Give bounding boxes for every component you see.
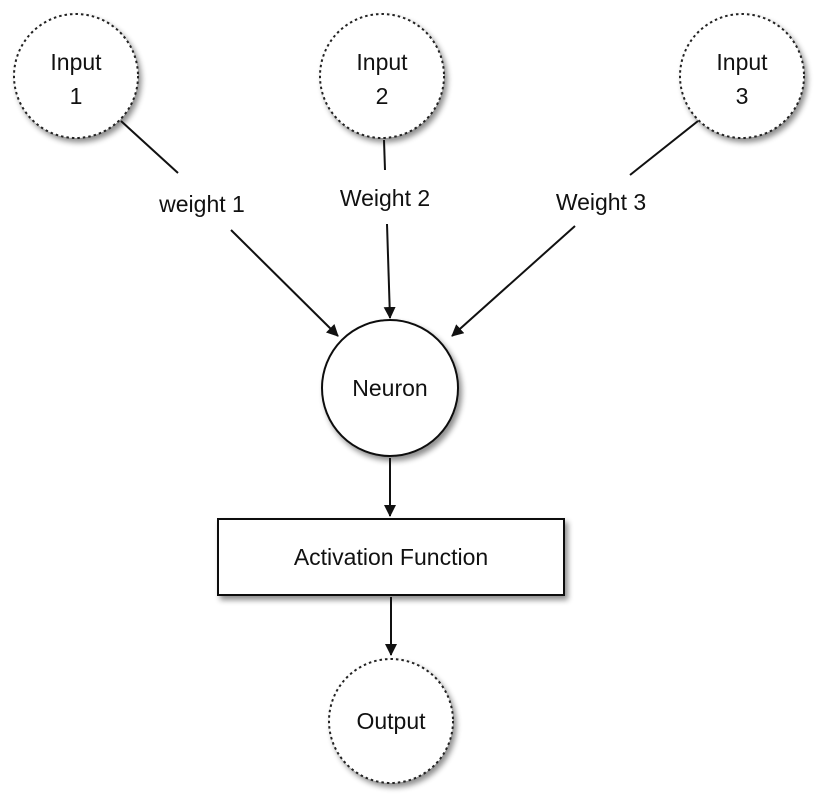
neuron-node: Neuron [321, 319, 459, 457]
weight-2-label: Weight 2 [340, 185, 430, 211]
input-node-2: Input 2 [319, 13, 445, 139]
input-1-label: Input [50, 49, 102, 75]
input-node-1: Input 1 [13, 13, 139, 139]
input-2-number: 2 [376, 83, 389, 109]
neuron-label: Neuron [352, 375, 427, 401]
output-node: Output [328, 658, 454, 784]
input-3-label: Input [716, 49, 768, 75]
input-2-label: Input [356, 49, 408, 75]
weight-1-label: weight 1 [158, 191, 245, 217]
activation-function-label: Activation Function [294, 544, 488, 570]
input-3-number: 3 [736, 83, 749, 109]
edge-input-2-to-neuron: Weight 2 [340, 139, 430, 319]
input-node-3: Input 3 [679, 13, 805, 139]
weight-3-label: Weight 3 [556, 189, 646, 215]
input-1-number: 1 [70, 83, 83, 109]
edge-input-1-to-neuron: weight 1 [120, 120, 339, 337]
output-label: Output [356, 708, 426, 734]
activation-function-box: Activation Function [217, 518, 565, 596]
edge-input-3-to-neuron: Weight 3 [451, 120, 699, 337]
